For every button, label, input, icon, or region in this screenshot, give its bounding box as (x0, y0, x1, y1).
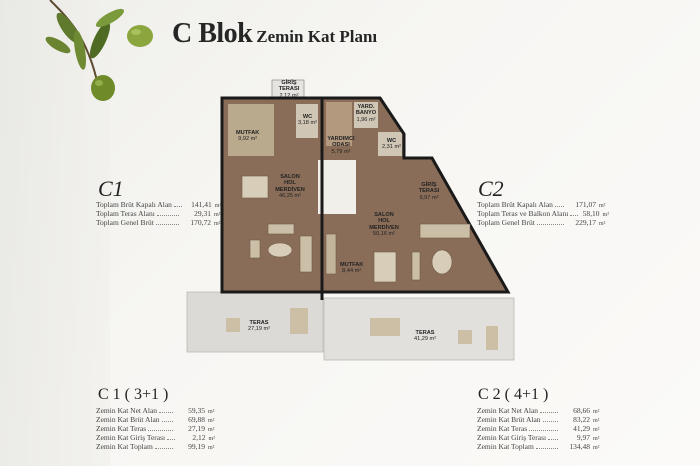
c1-kitchen-floor (228, 104, 274, 156)
title-sub: Zemin Kat Planı (256, 27, 378, 46)
c2-wc-floor (378, 132, 402, 156)
c2-terrace-dining (370, 318, 400, 336)
marble-texture (0, 0, 110, 466)
helper-bath-floor (354, 102, 378, 128)
c1-type-label: C 1 ( 3+1 ) (98, 386, 169, 403)
c2-walls (322, 96, 511, 294)
c2-dining-table (373, 251, 397, 283)
helper-room-floor (326, 102, 352, 146)
c1-sofa (267, 223, 295, 235)
c1-sofa-side (299, 235, 313, 273)
c2-interior (322, 98, 508, 292)
c1-dining-table (241, 175, 269, 199)
c1-wc-floor (296, 104, 318, 138)
c1-coffee-table (267, 242, 293, 258)
c1-armchair (249, 239, 261, 259)
stairs (318, 160, 356, 214)
c1-terrace-table (226, 318, 240, 332)
c2-kitchen-counter (325, 233, 337, 275)
c1-terrace-dining (290, 308, 308, 334)
title-main: C Blok (172, 18, 253, 49)
c2-terrace-area (323, 297, 515, 361)
c2-sofa (419, 223, 471, 239)
c2-coffee-table (431, 249, 453, 275)
c2-terrace-lounger (486, 326, 498, 350)
c2-label: C2 (478, 176, 504, 201)
c2-armchair (411, 251, 421, 281)
c2-type-label: C 2 ( 4+1 ) (478, 386, 549, 403)
c2-terrace-table (458, 330, 472, 344)
olive-branch-icon (45, 0, 153, 101)
c1-label: C1 (98, 176, 124, 201)
